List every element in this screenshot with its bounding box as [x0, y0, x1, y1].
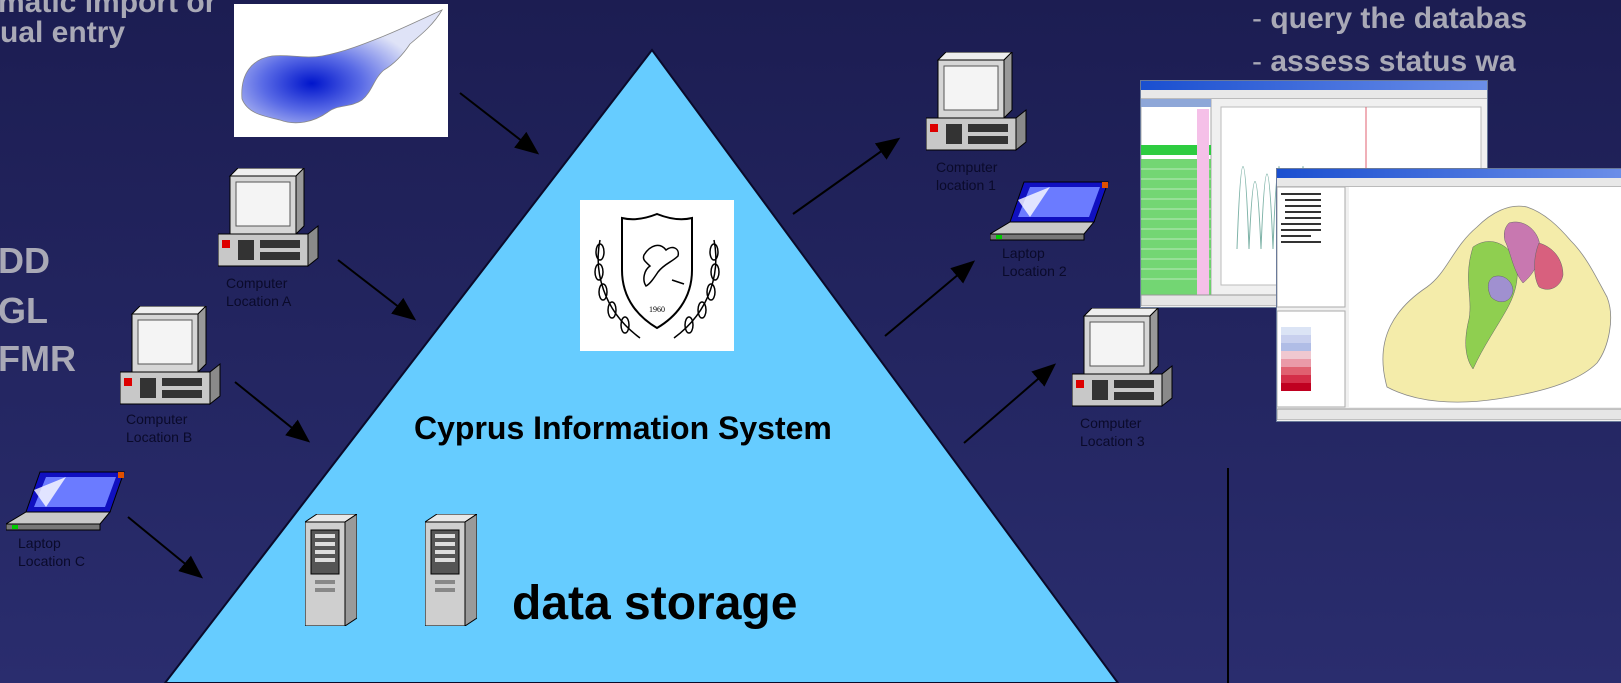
- laptop-location-2: [988, 180, 1110, 249]
- bullet-assess: - assess status wa: [1252, 45, 1516, 79]
- data-storage-label: data storage: [512, 577, 798, 630]
- bullet-dash: -: [1252, 2, 1262, 35]
- bullet-query: - query the databas: [1252, 2, 1527, 36]
- location-a-label: Computer Location A: [226, 274, 291, 310]
- abbr-dd: DD: [0, 240, 50, 281]
- label-line1: Computer: [226, 275, 288, 291]
- arrow-location-2: [884, 260, 976, 337]
- input-method-line2: ual entry: [0, 16, 126, 49]
- abbr-fmr: FMR: [0, 338, 76, 379]
- server-icon: [303, 513, 359, 627]
- bullet-assess-text: assess status wa: [1270, 45, 1516, 78]
- computer-location-a: [217, 166, 322, 279]
- input-method-line1: matic import or: [0, 0, 217, 19]
- label-line2: Location C: [18, 553, 85, 569]
- label-line1: Laptop: [1002, 245, 1045, 261]
- emblem-year: 1960: [649, 305, 665, 314]
- label-line1: Computer: [936, 159, 998, 175]
- desktop-computer-icon: [1071, 306, 1173, 408]
- server-icon: [423, 513, 479, 627]
- window-toolbar: [1277, 178, 1621, 187]
- location-c-label: Laptop Location C: [18, 534, 85, 570]
- server-1: [303, 513, 359, 631]
- label-line2: location 1: [936, 177, 996, 193]
- label-line2: Location A: [226, 293, 292, 309]
- window-titlebar: [1141, 81, 1487, 90]
- bullet-query-text: query the databas: [1270, 2, 1528, 35]
- emblem-shield-icon: 1960: [594, 212, 720, 339]
- computer-location-1: [925, 50, 1030, 163]
- cyprus-map-icon: [241, 9, 443, 124]
- laptop-location-c: [4, 470, 126, 539]
- window-toolbar: [1141, 90, 1487, 99]
- computer-location-3: [1071, 306, 1176, 419]
- cyprus-emblem: 1960: [580, 200, 734, 351]
- location-b-label: Computer Location B: [126, 410, 192, 446]
- label-line2: Location 2: [1002, 263, 1067, 279]
- bullet-dash: -: [1252, 45, 1262, 78]
- location-1-label: Computer location 1: [936, 158, 997, 194]
- arrow-location-b: [234, 381, 311, 443]
- arrow-location-c: [127, 516, 204, 579]
- abbr-gl: GL: [0, 290, 48, 331]
- location-2-label: Laptop Location 2: [1002, 244, 1067, 280]
- server-2: [423, 513, 479, 631]
- computer-location-b: [119, 304, 224, 417]
- label-line1: Laptop: [18, 535, 61, 551]
- cyprus-map-image: [234, 4, 448, 137]
- arrow-location-1: [792, 137, 901, 215]
- label-line1: Computer: [1080, 415, 1142, 431]
- pyramid-triangle: [163, 48, 1120, 683]
- arrow-location-3: [963, 363, 1057, 444]
- desktop-computer-icon: [925, 50, 1027, 152]
- desktop-computer-icon: [119, 304, 221, 406]
- map-display-icon: [1277, 186, 1621, 421]
- label-line2: Location B: [126, 429, 193, 445]
- window-titlebar: [1277, 169, 1621, 178]
- laptop-icon: [4, 471, 125, 531]
- arrow-location-a: [337, 259, 417, 321]
- system-title: Cyprus Information System: [414, 410, 832, 446]
- map-display-window: [1276, 168, 1621, 422]
- label-line1: Computer: [126, 411, 188, 427]
- laptop-icon: [988, 181, 1109, 241]
- location-3-label: Computer Location 3: [1080, 414, 1145, 450]
- label-line2: Location 3: [1080, 433, 1145, 449]
- arrow-map-in: [459, 92, 540, 155]
- desktop-computer-icon: [217, 166, 319, 268]
